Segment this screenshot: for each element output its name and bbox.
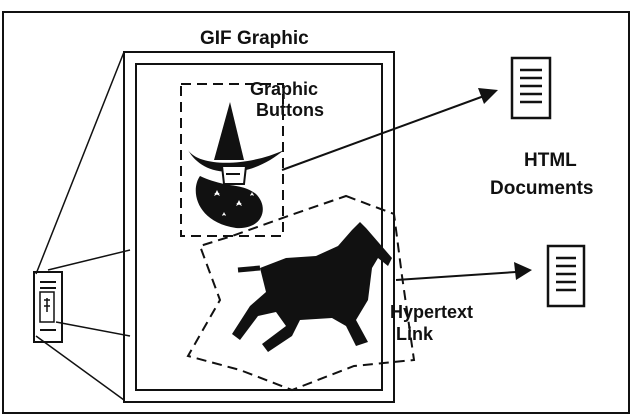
hypertext-link-label-2: Link (396, 324, 434, 344)
horse-link-region[interactable] (186, 194, 416, 392)
arrow-to-bottom-document (395, 262, 532, 281)
outer-frame (2, 11, 630, 414)
gif-frame-outer (123, 51, 395, 403)
graphic-buttons-label-1: Graphic (250, 79, 318, 99)
gif-graphic-label: GIF Graphic (200, 28, 309, 49)
horse-illustration (232, 222, 392, 352)
gif-frame-inner (135, 63, 383, 391)
zoom-lines (35, 51, 131, 401)
html-documents-label-2: Documents (490, 178, 593, 199)
wizard-button-region[interactable] (180, 83, 284, 237)
page-thumbnail (33, 271, 63, 343)
html-documents-label-1: HTML (524, 150, 577, 171)
document-icon-top (510, 56, 552, 120)
graphic-buttons-label-2: Buttons (256, 100, 324, 120)
document-icon-bottom (546, 244, 586, 308)
arrow-to-top-document (281, 88, 498, 171)
wizard-illustration (188, 102, 284, 229)
hypertext-link-label-1: Hypertext (390, 302, 473, 322)
